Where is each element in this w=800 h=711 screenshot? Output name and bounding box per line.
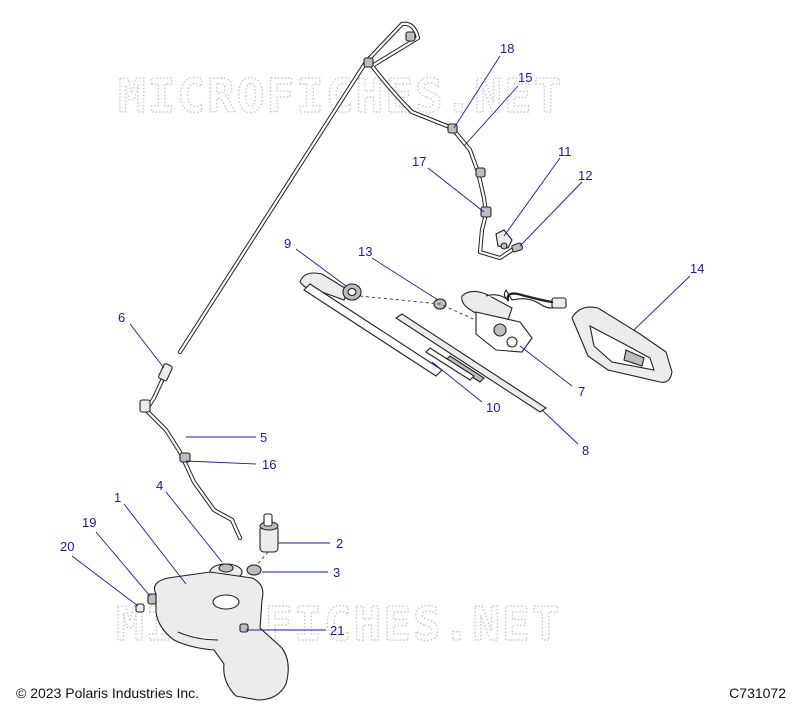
callout-7: 7 (578, 384, 585, 399)
watermark-top: MICROFICHES.NET (118, 69, 563, 123)
callout-19: 19 (82, 515, 96, 530)
assembly-line-pump (255, 551, 269, 567)
washer-nozzle (495, 229, 513, 250)
pump-grommet (246, 564, 262, 576)
washer-hose-long (177, 21, 515, 355)
callout-2: 2 (336, 536, 343, 551)
callout-4: 4 (156, 478, 163, 493)
callout-12: 12 (578, 168, 592, 183)
nozzle-fitting (511, 242, 524, 253)
callout-18: 18 (500, 41, 514, 56)
washer-hose-lower (139, 363, 243, 541)
callout-labels: 1 2 3 4 5 6 7 8 9 10 11 12 13 14 15 16 1… (60, 41, 704, 638)
callout-1: 1 (114, 490, 121, 505)
callout-3: 3 (333, 565, 340, 580)
callout-5: 5 (260, 430, 267, 445)
washer-pump (259, 513, 279, 553)
callout-6: 6 (118, 310, 125, 325)
callout-14: 14 (690, 261, 704, 276)
wiper-arm (299, 272, 443, 377)
motor-wire (506, 292, 554, 304)
leader-lines (71, 55, 691, 631)
callout-9: 9 (284, 236, 291, 251)
callout-11: 11 (558, 144, 572, 159)
callout-15: 15 (518, 70, 532, 85)
motor-cover (571, 306, 673, 383)
callout-21: 21 (330, 623, 344, 638)
callout-10: 10 (486, 400, 500, 415)
callout-8: 8 (582, 443, 589, 458)
callout-13: 13 (358, 244, 372, 259)
wiper-motor (461, 288, 567, 353)
tank-clip (147, 593, 157, 605)
copyright-notice: © 2023 Polaris Industries Inc. (16, 685, 200, 701)
callout-17: 17 (412, 154, 426, 169)
hose-clips (363, 31, 492, 218)
callout-16: 16 (262, 457, 276, 472)
wiper-blade (395, 313, 547, 413)
assembly-line-nut (359, 295, 481, 323)
callout-20: 20 (60, 539, 74, 554)
washer-reservoir (153, 571, 289, 701)
figure-id: C731072 (729, 685, 786, 701)
